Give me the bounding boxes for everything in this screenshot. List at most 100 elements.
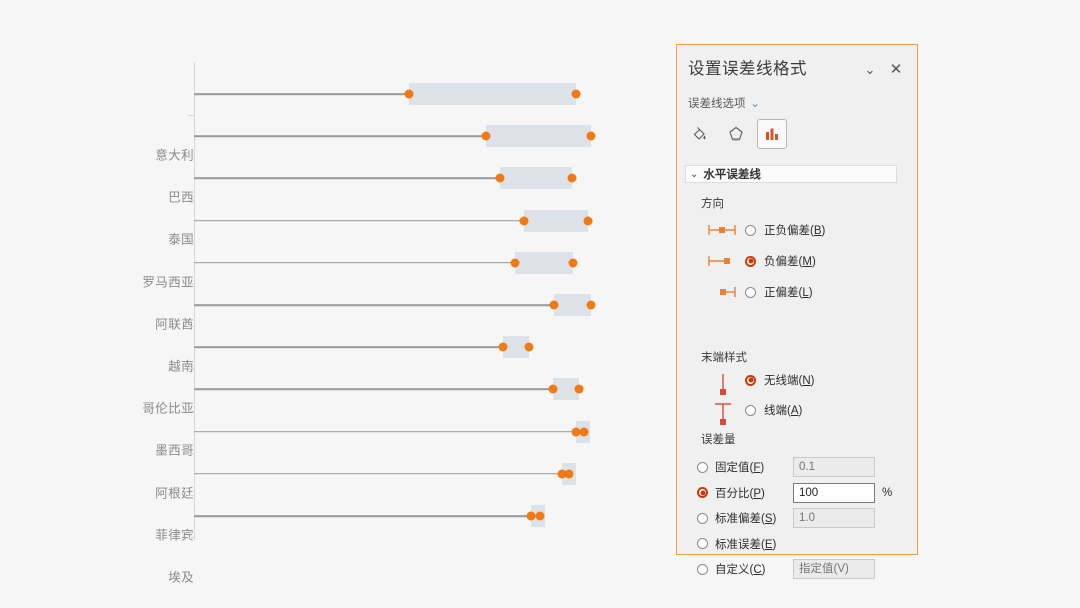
axis-tick	[188, 494, 194, 496]
amount-input[interactable]	[793, 559, 875, 579]
radio-button[interactable]	[745, 255, 756, 267]
option-label: 百分比(P)	[715, 487, 765, 500]
end-marker-dot[interactable]	[524, 342, 534, 352]
bar-segment[interactable]	[500, 167, 572, 190]
error-bar-line[interactable]	[194, 388, 553, 391]
error-bar-line[interactable]	[194, 346, 503, 348]
endstyle-option[interactable]: 线端(A)	[701, 401, 803, 425]
radio-button[interactable]	[697, 461, 708, 473]
chevron-down-icon: ⌄	[690, 168, 699, 180]
chevron-down-icon[interactable]: ⌄	[864, 62, 876, 77]
start-marker-dot[interactable]	[510, 258, 520, 268]
category-label: 埃及	[168, 570, 194, 585]
error-bar-line[interactable]	[194, 219, 524, 222]
end-marker-dot[interactable]	[583, 216, 593, 226]
direction-option[interactable]: 正偏差(L)	[701, 283, 813, 301]
amount-input[interactable]	[793, 482, 875, 503]
error-bar-line[interactable]	[194, 473, 562, 475]
error-bar-line[interactable]	[194, 304, 554, 306]
radio-button[interactable]	[745, 286, 756, 298]
end-marker-dot[interactable]	[586, 131, 596, 141]
fill-line-icon[interactable]	[685, 119, 715, 149]
axis-tick	[188, 157, 194, 159]
option-label: 线端(A)	[764, 405, 803, 417]
error-bar-line[interactable]	[194, 177, 500, 180]
option-label: 正负偏差(B)	[764, 225, 826, 237]
radio-button[interactable]	[697, 487, 708, 498]
category-axis-line	[194, 62, 196, 540]
bar-segment[interactable]	[553, 378, 579, 401]
start-marker-dot[interactable]	[548, 384, 558, 394]
end-marker-dot[interactable]	[535, 511, 545, 521]
radio-button[interactable]	[697, 512, 708, 524]
radio-button[interactable]	[745, 224, 756, 236]
bar-segment[interactable]	[515, 251, 573, 274]
direction-option[interactable]: 负偏差(M)	[701, 252, 816, 270]
error-bar-line[interactable]	[194, 93, 409, 95]
amount-option[interactable]: 标准误差(E)	[697, 533, 793, 555]
start-marker-dot[interactable]	[495, 173, 505, 183]
bar-segment[interactable]	[503, 336, 529, 359]
error-bar-line[interactable]	[194, 430, 576, 433]
bar-segment[interactable]	[486, 125, 591, 148]
option-label: 负偏差(M)	[764, 256, 816, 268]
panel-icon-tabs	[685, 119, 787, 149]
end-marker-dot[interactable]	[567, 173, 577, 183]
panel-subtitle-row[interactable]: 误差线选项 ⌄	[688, 95, 760, 111]
amount-input[interactable]	[793, 457, 875, 477]
option-label: 无线端(N)	[764, 375, 815, 387]
option-label: 自定义(C)	[715, 564, 766, 576]
bar-segment[interactable]	[524, 209, 588, 232]
start-marker-dot[interactable]	[404, 89, 414, 99]
category-label: 哥伦比亚	[142, 401, 194, 416]
start-marker-dot[interactable]	[519, 216, 529, 226]
group-label-amount: 误差量	[701, 434, 736, 446]
category-label: 墨西哥	[155, 443, 194, 458]
end-marker-dot[interactable]	[571, 89, 581, 99]
endstyle-preview-icon	[701, 371, 745, 395]
end-marker-dot[interactable]	[586, 300, 596, 310]
amount-option[interactable]: 标准偏差(S)	[697, 507, 875, 529]
direction-option[interactable]: 正负偏差(B)	[701, 221, 825, 239]
end-marker-dot[interactable]	[568, 258, 578, 268]
close-icon[interactable]: ✕	[889, 61, 903, 78]
end-marker-dot[interactable]	[579, 427, 589, 437]
error-bar-line[interactable]	[194, 262, 515, 264]
start-marker-dot[interactable]	[481, 131, 491, 141]
amount-option[interactable]: 固定值(F)	[697, 456, 875, 478]
endstyle-option[interactable]: 无线端(N)	[701, 371, 815, 395]
start-marker-dot[interactable]	[549, 300, 559, 310]
radio-button[interactable]	[745, 404, 756, 416]
error-bar-line[interactable]	[194, 135, 486, 137]
amount-option[interactable]: 百分比(P)%	[697, 482, 892, 504]
section-horizontal-error-bars[interactable]: ⌄ 水平误差线	[685, 165, 897, 183]
category-label: 巴西	[168, 190, 194, 205]
start-marker-dot[interactable]	[498, 342, 508, 352]
category-label: 意大利	[155, 148, 194, 163]
section-title: 水平误差线	[703, 169, 761, 181]
end-marker-dot[interactable]	[574, 384, 584, 394]
bar-segment[interactable]	[409, 83, 576, 105]
amount-input[interactable]	[793, 508, 875, 528]
category-label: 菲律宾	[155, 528, 194, 543]
radio-button[interactable]	[697, 563, 708, 575]
end-marker-dot[interactable]	[564, 469, 574, 479]
axis-tick	[188, 410, 194, 412]
error-bar-line[interactable]	[194, 515, 531, 517]
direction-preview-icon	[701, 221, 745, 239]
radio-button[interactable]	[697, 538, 708, 549]
start-marker-dot[interactable]	[526, 511, 536, 521]
category-labels: 意大利巴西泰国罗马西亚阿联酋越南哥伦比亚墨西哥阿根廷菲律宾埃及	[62, 60, 194, 585]
radio-button[interactable]	[745, 374, 756, 386]
axis-tick	[188, 452, 194, 454]
amount-option[interactable]: 自定义(C)	[697, 558, 875, 580]
start-marker-dot[interactable]	[571, 427, 581, 437]
start-marker-dot[interactable]	[557, 469, 567, 479]
chart-options-icon[interactable]	[757, 119, 787, 149]
bar-segment[interactable]	[554, 294, 591, 316]
option-label: 正偏差(L)	[764, 287, 813, 299]
chevron-down-icon: ⌄	[750, 97, 760, 110]
category-label: 泰国	[168, 232, 194, 247]
effects-icon[interactable]	[721, 119, 751, 149]
